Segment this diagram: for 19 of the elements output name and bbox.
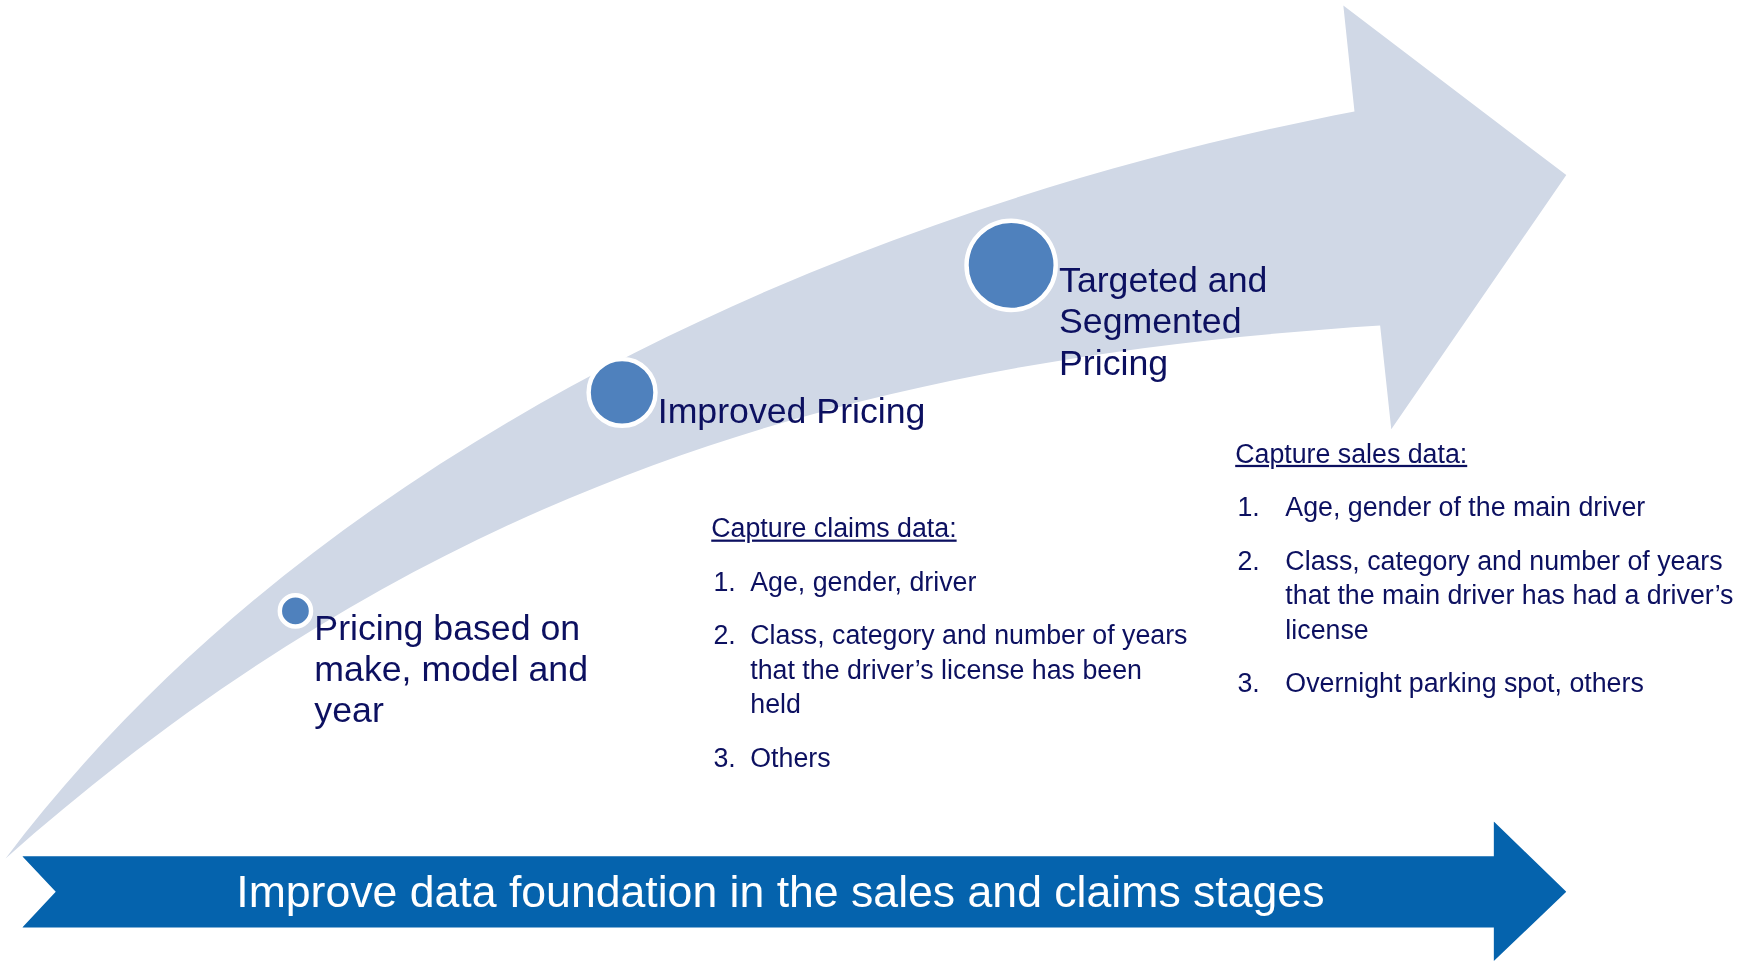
section-heading: Capture claims data: [711, 511, 958, 545]
list-number: 1. [713, 565, 737, 599]
section-heading: Capture sales data: [1235, 437, 1469, 471]
list-item: Age, gender, driver [750, 565, 978, 599]
list-item: Class, category and number of years that the driver’s license has been held [750, 618, 1189, 722]
stage-title: Pricing based on make, model and year [314, 607, 589, 732]
stage-title: Improved Pricing [657, 390, 927, 432]
list-number: 2. [713, 618, 737, 652]
list-number: 3. [1237, 666, 1261, 700]
banner-arrow [22, 821, 1567, 961]
list-number: 3. [713, 741, 737, 775]
stage-title: Targeted and Segmented Pricing [1059, 259, 1269, 384]
list-item: Others [750, 741, 832, 775]
list-item: Overnight parking spot, others [1285, 666, 1645, 700]
list-item: Age, gender of the main driver [1285, 490, 1647, 524]
list-item: Class, category and number of years that the main driver has had a driver’s license [1285, 544, 1735, 647]
list-number: 1. [1237, 490, 1261, 524]
banner-text: Improve data foundation in the sales and claims stages [235, 866, 1326, 919]
list-number: 2. [1237, 544, 1261, 578]
